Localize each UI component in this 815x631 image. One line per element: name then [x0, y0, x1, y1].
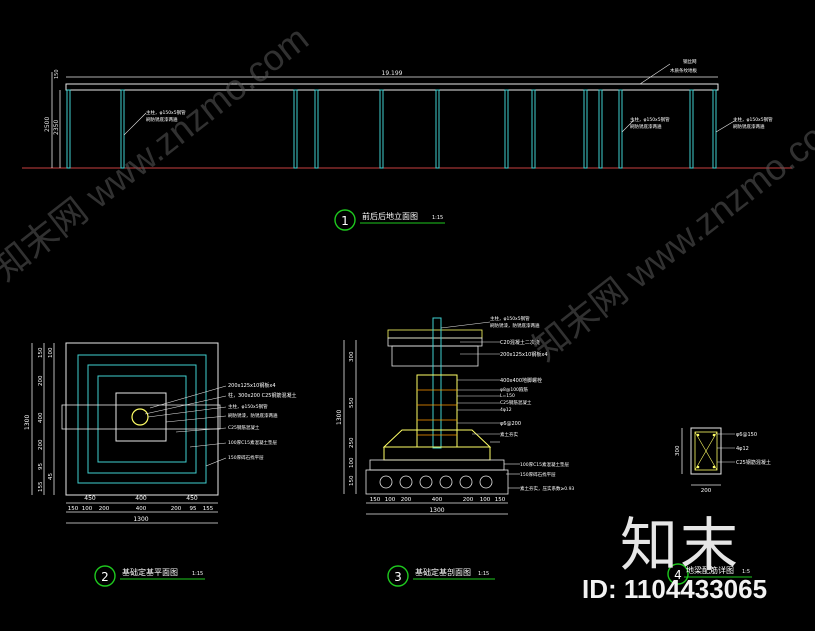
drawing-4-scale: 1:5 — [742, 569, 750, 575]
note-plan-5: 100厚C15素混凝土垫层 — [228, 439, 277, 446]
note-section-12: 150厚碎石找平层 — [520, 471, 556, 478]
drawing-2-number: 2 — [101, 570, 109, 584]
dim-plan-left-5: 95 — [38, 463, 44, 470]
note-plan-2: 主柱，φ150x5钢管 — [228, 403, 268, 410]
note-section-9: φ6@200 — [500, 421, 521, 427]
note-post-right-1: 主柱，φ150x5钢管 — [733, 116, 773, 123]
note-section-3: 200x125x10钢板x4 — [500, 351, 548, 358]
dim-plan-b2-6: 155 — [203, 506, 214, 512]
drawing-4-bubble — [667, 563, 689, 585]
dim-clear: 2350 — [53, 120, 60, 135]
watermark-id: ID: 1104433065 — [582, 574, 768, 604]
note-beam-2: C25钢筋混凝土 — [736, 459, 771, 466]
dim-plan-left-0: 150 — [38, 347, 44, 358]
note-floor: 木质条纹地板 — [670, 67, 697, 74]
note-section-7: C25钢筋混凝土 — [500, 399, 532, 406]
dim-section-b-4: 200 — [463, 497, 474, 503]
note-section-13: 素土夯实，压实系数≥0.93 — [520, 485, 574, 492]
dim-height: 2500 — [44, 117, 51, 132]
dim-plan-b2-4: 200 — [171, 506, 182, 512]
dim-beam-width: 200 — [701, 488, 712, 494]
dim-plan-b2-2: 200 — [99, 506, 110, 512]
drawing-3-title: 基础定基剖面图 — [415, 567, 471, 577]
dim-section-left-2: 250 — [349, 437, 355, 448]
dim-plan-left-3: 400 — [38, 412, 44, 423]
dim-beam-height: 300 — [675, 445, 681, 456]
drawing-4-title: 地梁配筋详图 — [686, 565, 734, 575]
dim-section-b-2: 200 — [401, 497, 412, 503]
note-plan-1: 柱，300x200 C25钢筋混凝土 — [228, 392, 297, 399]
top-beam — [65, 83, 719, 91]
note-plan-4: C25钢筋混凝土 — [228, 424, 260, 431]
note-plan-6: 150厚碎石找平层 — [228, 454, 264, 461]
dim-plan-left-total: 1300 — [24, 415, 31, 430]
dim-section-left-total: 1300 — [336, 410, 343, 425]
dim-section-b-0: 150 — [370, 497, 381, 503]
drawing-1-bubble — [334, 209, 356, 231]
dim-plan-b1-0: 450 — [84, 495, 96, 502]
dim-section-b-1: 100 — [385, 497, 396, 503]
drawing-3-scale: 1:15 — [478, 571, 489, 577]
section-post — [432, 317, 442, 449]
dim-section-left-0: 300 — [349, 351, 355, 362]
dim-section-b-5: 100 — [480, 497, 491, 503]
note-post-left-1: 主柱，φ150x5钢管 — [146, 109, 186, 116]
drawing-2-title: 基础定基平面图 — [122, 567, 178, 577]
drawing-3-bubble — [387, 565, 409, 587]
dim-plan-b1-2: 450 — [186, 495, 198, 502]
dim-plan-left-6: 45 — [48, 473, 54, 480]
dim-total-length: 19.199 — [382, 70, 403, 77]
dim-section-total: 1300 — [429, 507, 444, 514]
note-section-5: φ8@100箍筋 — [500, 386, 528, 393]
dim-plan-total: 1300 — [133, 516, 148, 523]
note-post-mid-2: 刷防锈底漆两遍 — [630, 123, 662, 130]
note-section-2: C20混凝土二次浇 — [500, 339, 540, 346]
dim-plan-b2-0: 150 — [68, 506, 79, 512]
dim-plan-b2-3: 400 — [136, 506, 147, 512]
dim-plan-left-1: 100 — [48, 347, 54, 358]
watermark-logo: 知末 — [620, 511, 741, 579]
drawing-1-title: 前后后地立面图 — [362, 211, 418, 221]
drawing-1-scale: 1:15 — [432, 215, 443, 221]
note-section-8: 4φ12 — [500, 407, 512, 413]
note-plan-0: 200x125x10钢板x4 — [228, 382, 276, 389]
dim-plan-b2-5: 95 — [190, 506, 197, 512]
note-section-10: 素土夯实 — [500, 431, 518, 438]
dim-plan-left-7: 155 — [38, 481, 44, 492]
note-plan-3: 刷防锈漆，防锈底漆两遍 — [228, 412, 278, 419]
note-section-0: 主柱，φ150x5钢管 — [490, 315, 530, 322]
dim-plan-b2-1: 100 — [82, 506, 93, 512]
note-post-right-2: 刷防锈底漆两遍 — [733, 123, 765, 130]
drawing-1-number: 1 — [341, 214, 349, 228]
note-section-4: 400x400地脚螺栓 — [500, 377, 542, 384]
drawing-3-section: 主柱，φ150x5钢管 刷防锈漆，防锈底漆两遍 C20混凝土二次浇 200x12… — [336, 315, 574, 587]
drawing-3-number: 3 — [394, 570, 402, 584]
note-mesh: 钢丝网 — [683, 58, 697, 65]
dim-top: 150 — [54, 69, 60, 79]
note-beam-1: 4φ12 — [736, 446, 749, 452]
note-post-left-2: 刷防锈底漆两遍 — [146, 116, 178, 123]
posts — [66, 89, 717, 169]
note-section-1: 刷防锈漆，防锈底漆两遍 — [490, 322, 540, 329]
drawing-2-plan: 200x125x10钢板x4 柱，300x200 C25钢筋混凝土 主柱，φ15… — [24, 342, 297, 587]
drawing-4-beam-detail: 300 200 φ6@150 4φ12 C25钢筋混凝土 4 地梁配筋详图 1:… — [667, 427, 771, 585]
dim-section-b-6: 150 — [495, 497, 506, 503]
drawing-1-elevation: 19.199 150 2500 2350 主柱，φ150x5钢管 刷防锈底漆两遍… — [22, 58, 792, 231]
drawing-2-scale: 1:15 — [192, 571, 203, 577]
note-beam-0: φ6@150 — [736, 432, 757, 438]
note-post-mid-1: 主柱，φ150x5钢管 — [630, 116, 670, 123]
dim-section-left-1: 550 — [349, 397, 355, 408]
dim-plan-b1-1: 400 — [135, 495, 147, 502]
drawing-4-number: 4 — [674, 568, 682, 582]
dim-plan-left-2: 200 — [38, 375, 44, 386]
dim-plan-left-4: 200 — [38, 439, 44, 450]
note-section-11: 100厚C15素混凝土垫层 — [520, 461, 569, 468]
note-section-6: L=150 — [500, 393, 515, 399]
dim-section-b-3: 400 — [432, 497, 443, 503]
dim-section-left-4: 150 — [349, 475, 355, 486]
dim-section-left-3: 100 — [349, 457, 355, 468]
drawing-2-bubble — [94, 565, 116, 587]
